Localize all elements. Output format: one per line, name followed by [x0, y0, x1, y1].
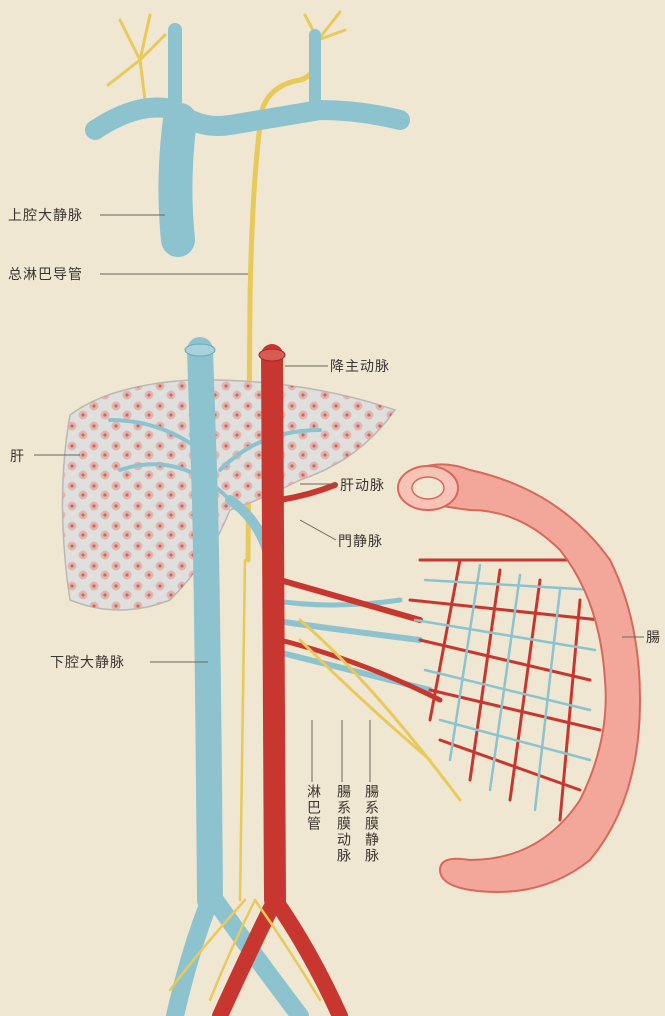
- label-hepatic-artery: 肝动脉: [340, 475, 385, 495]
- label-lymph-vessel: 淋巴管: [303, 784, 323, 832]
- label-thoracic-duct: 总淋巴导管: [8, 264, 83, 284]
- label-mesenteric-artery: 腸系膜动脉: [333, 784, 353, 864]
- label-inferior-vena-cava: 下腔大静脉: [50, 652, 125, 672]
- intestine: [400, 464, 640, 892]
- label-superior-vena-cava: 上腔大静脉: [8, 205, 83, 225]
- label-liver: 肝: [10, 446, 25, 466]
- label-portal-vein: 門静脉: [338, 531, 383, 551]
- label-descending-aorta: 降主动脉: [330, 356, 390, 376]
- label-mesenteric-vein: 腸系膜静脉: [361, 784, 381, 864]
- label-intestine: 腸: [646, 627, 661, 647]
